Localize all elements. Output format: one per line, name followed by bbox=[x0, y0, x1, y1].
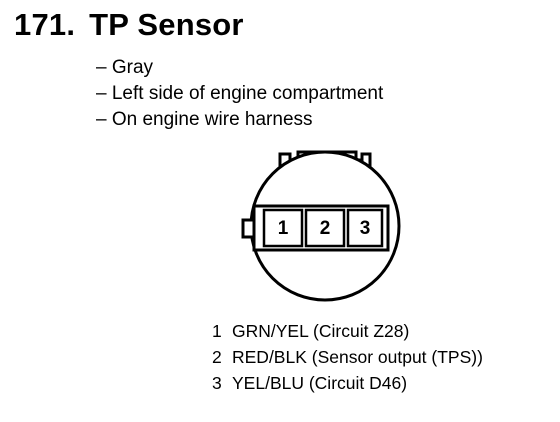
pinout-item: 1 GRN/YEL (Circuit Z28) bbox=[212, 318, 483, 344]
cavity-3 bbox=[346, 208, 384, 248]
cavity-block bbox=[252, 204, 390, 252]
pinout-item: 2 RED/BLK (Sensor output (TPS)) bbox=[212, 344, 483, 370]
pin-description: YEL/BLU (Circuit D46) bbox=[232, 373, 408, 393]
cavity-1 bbox=[262, 208, 304, 248]
component-name: TP Sensor bbox=[89, 7, 244, 42]
connector-key-tab bbox=[241, 218, 254, 239]
cavity-label-1: 1 bbox=[278, 218, 289, 239]
pin-number: 2 bbox=[212, 347, 222, 367]
pin-number: 3 bbox=[212, 373, 222, 393]
pin-description: RED/BLK (Sensor output (TPS)) bbox=[232, 347, 483, 367]
cavity-label-3: 3 bbox=[360, 218, 371, 239]
connector-face-svg: 1 2 3 bbox=[241, 150, 401, 302]
pinout-list: 1 GRN/YEL (Circuit Z28) 2 RED/BLK (Sensor … bbox=[212, 318, 483, 396]
component-properties: – Gray – Left side of engine compartment… bbox=[96, 55, 383, 133]
property-location: – Left side of engine compartment bbox=[96, 83, 384, 104]
section-number: 171. bbox=[14, 7, 76, 42]
pinout-item: 3 YEL/BLU (Circuit D46) bbox=[212, 370, 483, 396]
cavity-label-2: 2 bbox=[320, 218, 331, 239]
cavity-2 bbox=[304, 208, 346, 248]
property-harness: – On engine wire harness bbox=[96, 109, 313, 130]
property-color: – Gray bbox=[96, 57, 154, 78]
connector-diagram: 1 2 3 bbox=[228, 140, 418, 320]
page-title: 171. TP Sensor bbox=[14, 6, 244, 44]
pin-description: GRN/YEL (Circuit Z28) bbox=[232, 321, 410, 341]
pin-number: 1 bbox=[212, 321, 222, 341]
